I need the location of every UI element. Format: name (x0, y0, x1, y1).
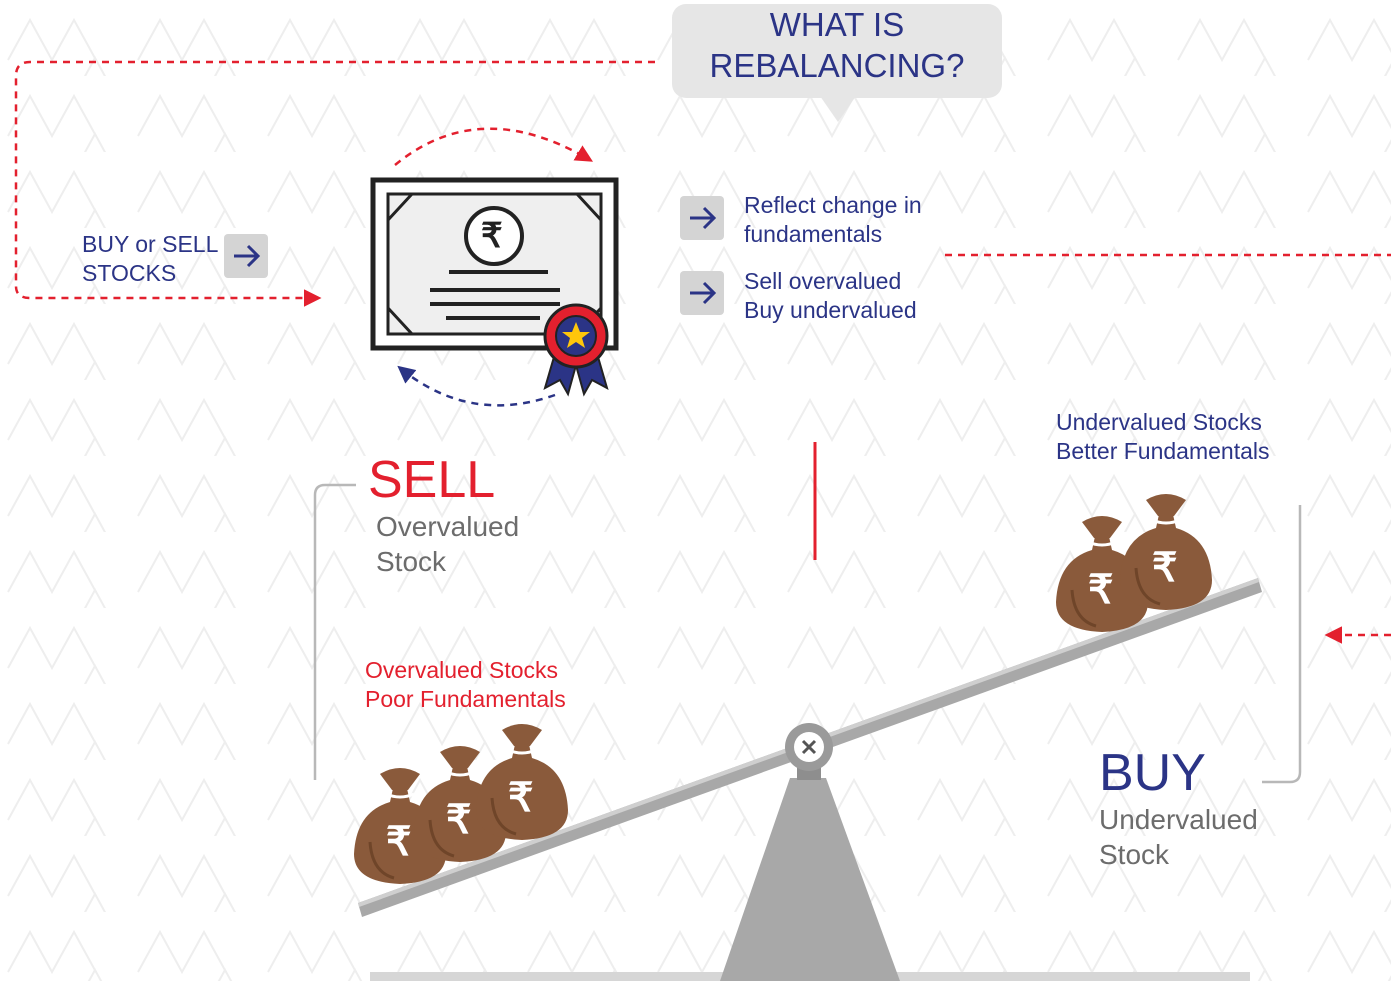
arrow-right-icon (224, 234, 268, 278)
rupee-symbol-bag: ₹ (1152, 546, 1178, 590)
seesaw-icon (358, 578, 1262, 981)
rupee-symbol-bag: ₹ (1088, 568, 1114, 612)
rupee-symbol-certificate: ₹ (481, 217, 503, 255)
rupee-icon (464, 206, 524, 266)
point-sell-buy: Sell overvalued Buy undervalued (744, 268, 917, 323)
undervalued-note: Undervalued Stocks Better Fundamentals (1056, 409, 1270, 464)
arrow-right-icon (680, 196, 724, 240)
buy-heading: BUY (1099, 744, 1206, 802)
ribbon-badge-icon (543, 303, 609, 397)
arrow-right-icon (680, 271, 724, 315)
page-title: WHAT IS REBALANCING? (672, 4, 1002, 86)
title-line: WHAT IS (769, 6, 905, 43)
point-reflect-change: Reflect change in fundamentals (744, 192, 922, 247)
buy-sell-label: BUY or SELL STOCKS (82, 231, 219, 286)
title-bubble (672, 4, 1002, 122)
overvalued-note: Overvalued Stocks Poor Fundamentals (365, 657, 566, 712)
title-line: REBALANCING? (709, 47, 965, 84)
rupee-symbol-bag: ₹ (386, 820, 412, 864)
buy-bracket (1262, 505, 1302, 784)
sell-bracket (313, 483, 356, 780)
sell-heading: SELL (368, 451, 496, 509)
certificate-icon (370, 127, 619, 407)
dashed-loop-left (14, 60, 655, 307)
rupee-symbol-bag: ₹ (446, 798, 472, 842)
rupee-symbol-bag: ₹ (508, 776, 534, 820)
buy-subtitle: Undervalued Stock (1099, 804, 1258, 870)
sell-subtitle: Overvalued Stock (376, 511, 520, 577)
